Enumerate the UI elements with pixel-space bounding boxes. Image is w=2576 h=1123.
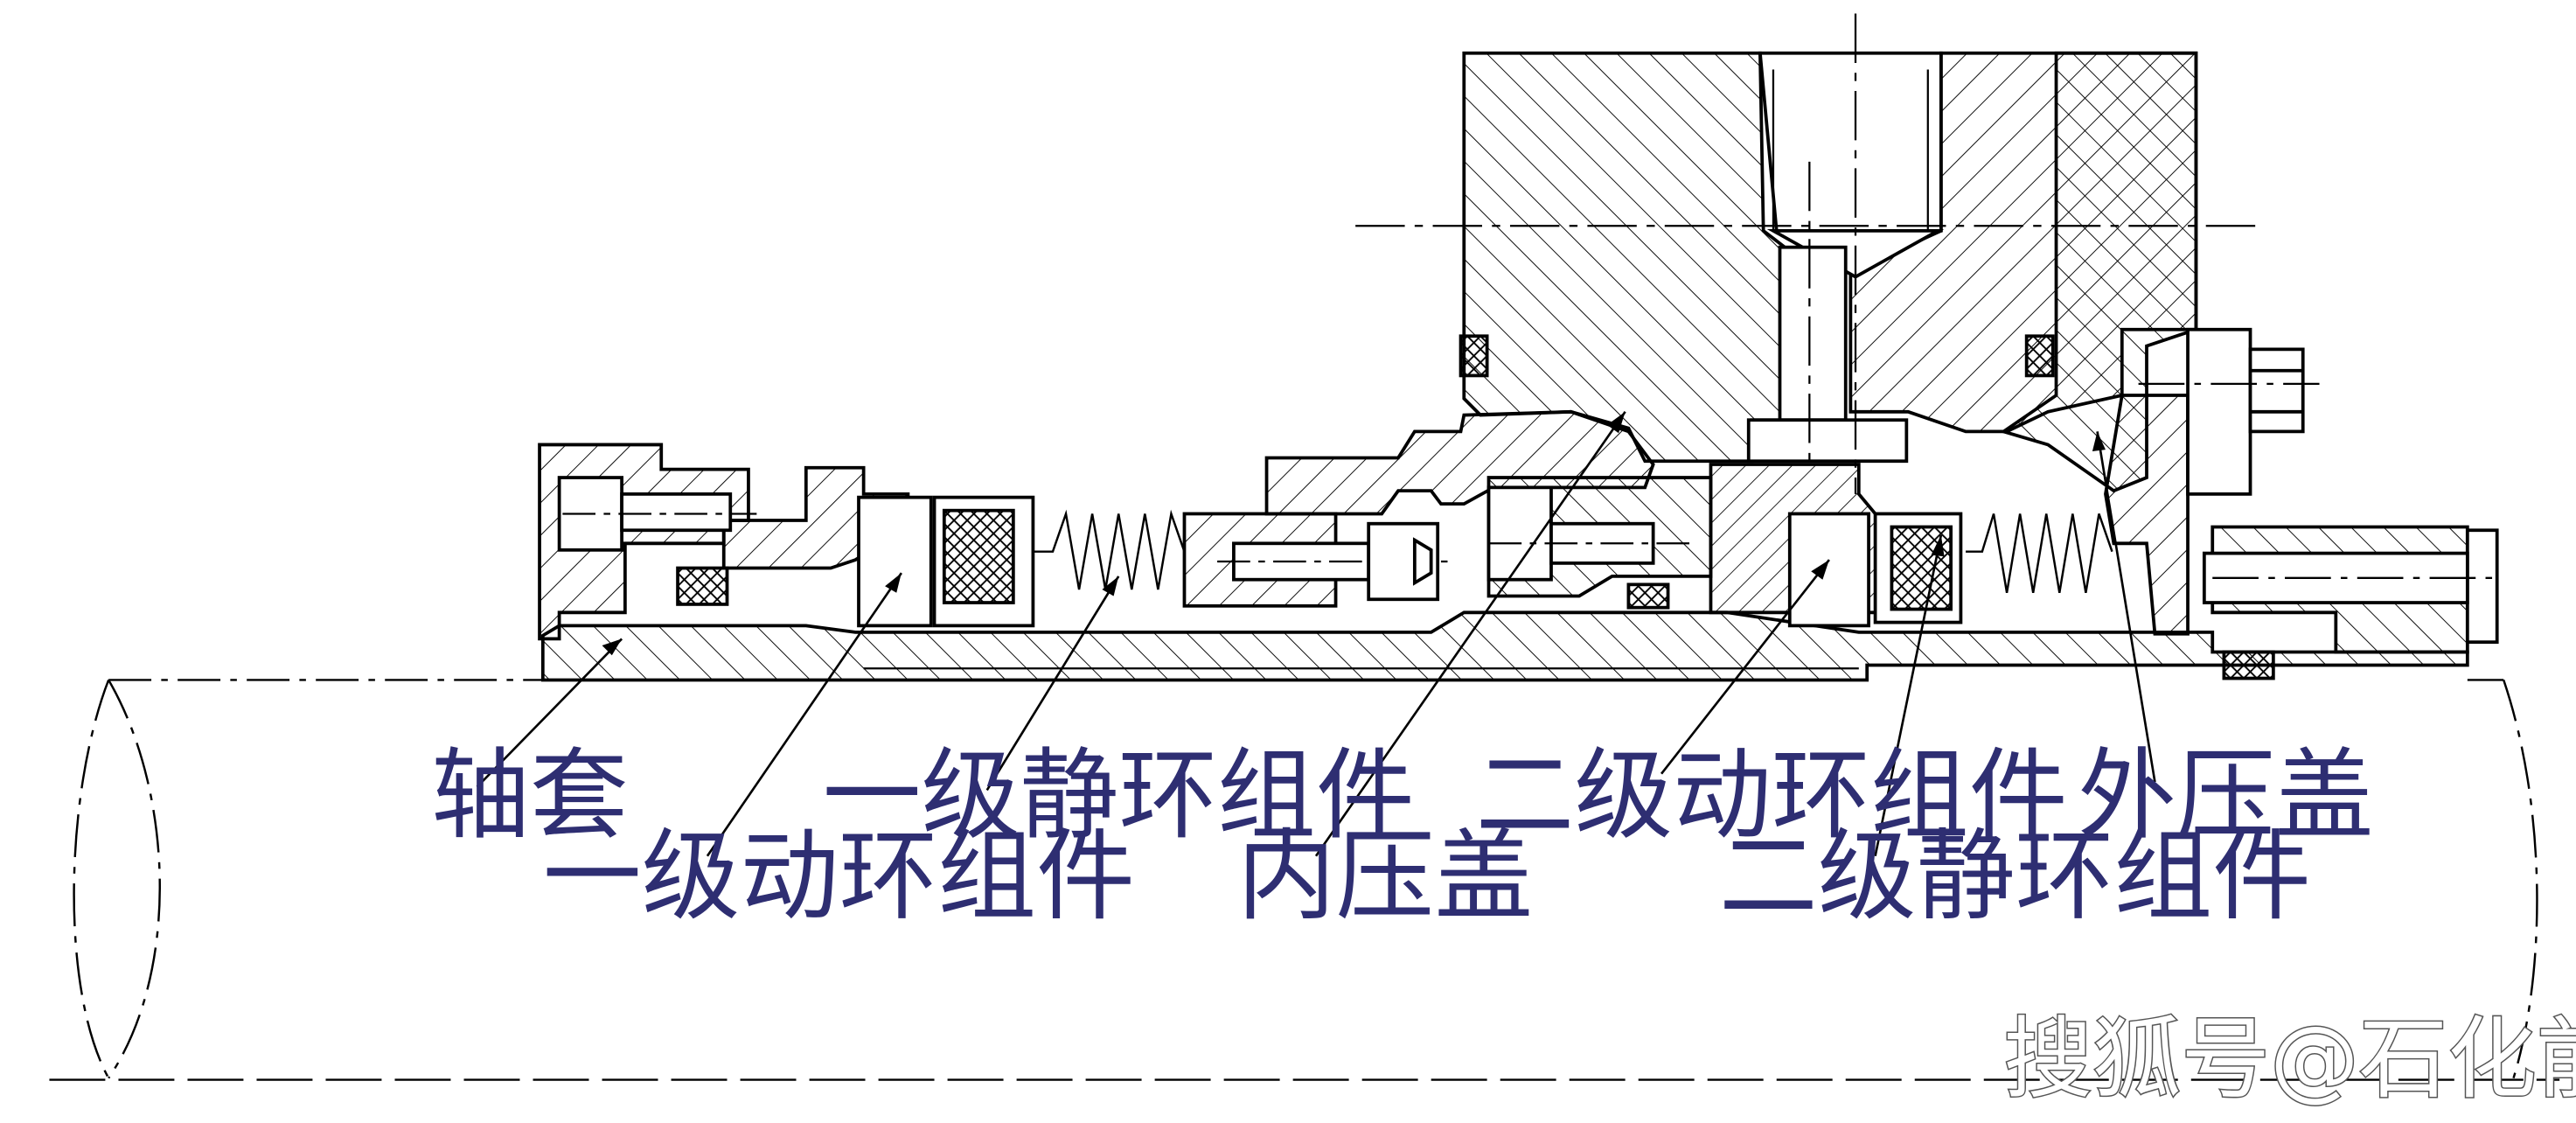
leader-primary-stationary-ring [985,575,1120,792]
outer-gland [2104,327,2501,680]
label-secondary-rotating-ring: 二级动环组件 [1475,738,2067,854]
shaft-outline [73,679,2538,1079]
inner-gland-screw [1182,512,1448,608]
primary-stationary-ring [932,495,1186,628]
primary-rotating-ring [538,443,933,641]
leader-secondary-rotating-ring [1660,559,1830,775]
watermark: 搜狐号@石化前沿小兵 [2003,1008,2576,1111]
label-secondary-stationary-ring: 二级静环组件 [1719,819,2311,934]
o-ring [1459,334,1489,378]
label-inner-gland: 内压盖 [1237,819,1534,934]
secondary-stationary-ring [1873,512,2113,624]
label-primary-stationary-ring: 一级静环组件 [823,738,1415,854]
label-outer-gland: 外压盖 [2078,738,2374,854]
o-ring [2024,334,2055,378]
label-shaft-sleeve: 轴套 [431,738,629,854]
leader-inner-gland [1314,411,1626,857]
label-primary-rotating-ring: 一级动环组件 [543,819,1135,934]
leader-shaft-sleeve [476,638,623,788]
leader-outer-gland [2096,431,2156,783]
leader-secondary-stationary-ring [1874,534,1943,857]
o-ring [2222,650,2275,680]
leader-primary-rotating-ring [706,572,902,857]
